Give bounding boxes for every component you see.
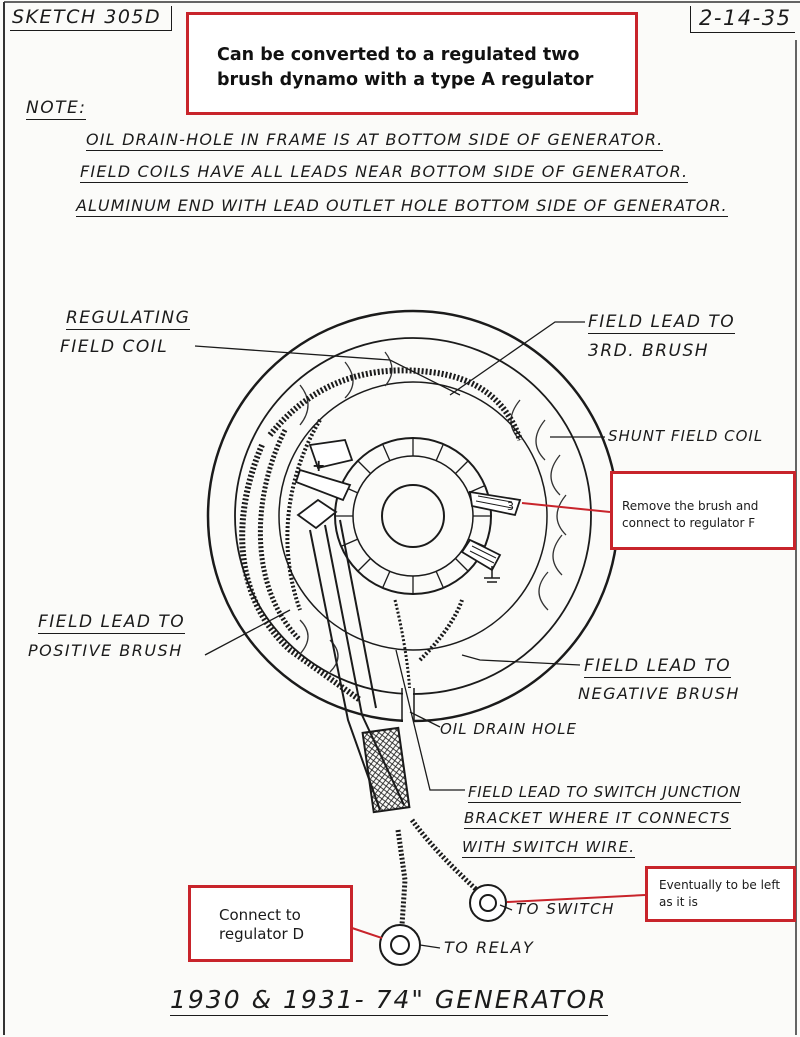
brush-holders bbox=[294, 439, 522, 572]
sketch-id: SKETCH 305D bbox=[10, 6, 173, 31]
conversion-callout-text: Can be converted to a regulated two brus… bbox=[217, 45, 594, 90]
shunt-field-coil-hatching bbox=[299, 351, 567, 673]
label-plus-mark: + bbox=[312, 456, 327, 475]
field-coil-windings bbox=[239, 367, 523, 703]
note-line-2: FIELD COILS HAVE ALL LEADS NEAR BOTTOM S… bbox=[80, 162, 689, 183]
connect-d-callout-text: Connect to regulator D bbox=[219, 906, 304, 943]
note-label: NOTE: bbox=[26, 98, 87, 120]
footer-title: 1930 & 1931- 74" GENERATOR bbox=[170, 985, 608, 1016]
callout-connectors bbox=[351, 502, 646, 939]
sketch-date: 2-14-35 bbox=[690, 6, 796, 33]
label-switch-junction-1: FIELD LEAD TO SWITCH JUNCTION bbox=[468, 783, 741, 803]
note-line-1: OIL DRAIN-HOLE IN FRAME IS AT BOTTOM SID… bbox=[86, 130, 664, 151]
label-switch-junction-3: WITH SWITCH WIRE. bbox=[462, 838, 636, 858]
terminal-rings bbox=[379, 884, 507, 966]
eventually-callout-text: Eventually to be left as it is bbox=[659, 878, 781, 909]
label-shunt-field-coil: SHUNT FIELD COIL bbox=[608, 427, 764, 445]
label-negative-brush: NEGATIVE BRUSH bbox=[578, 684, 740, 703]
label-field-lead-3rd: FIELD LEAD TO bbox=[588, 312, 736, 334]
connect-d-callout: Connect to regulator D bbox=[188, 885, 353, 962]
conversion-callout: Can be converted to a regulated two brus… bbox=[186, 12, 638, 115]
label-3rd-brush: 3RD. BRUSH bbox=[588, 341, 710, 361]
leader-lines bbox=[194, 321, 605, 949]
label-field-lead-negative: FIELD LEAD TO bbox=[584, 656, 732, 678]
note-line-3: ALUMINUM END WITH LEAD OUTLET HOLE BOTTO… bbox=[76, 196, 728, 217]
ground-symbol bbox=[484, 566, 500, 583]
label-oil-drain-hole: OIL DRAIN HOLE bbox=[440, 720, 577, 738]
eventually-callout: Eventually to be left as it is bbox=[645, 866, 796, 922]
label-field-coil: FIELD COIL bbox=[60, 337, 169, 357]
label-field-lead-positive: FIELD LEAD TO bbox=[38, 612, 186, 634]
label-positive-brush: POSITIVE BRUSH bbox=[28, 641, 183, 660]
cable-sleeve bbox=[361, 726, 411, 814]
label-to-relay: TO RELAY bbox=[444, 938, 535, 957]
terminal-leads bbox=[395, 818, 482, 926]
label-brush-number: 3 bbox=[507, 500, 516, 513]
remove-brush-callout-text: Remove the brush and connect to regulato… bbox=[622, 499, 759, 530]
commutator-segments bbox=[335, 438, 491, 594]
label-to-switch: TO SWITCH bbox=[516, 900, 615, 918]
remove-brush-callout: Remove the brush and connect to regulato… bbox=[610, 471, 796, 550]
label-switch-junction-2: BRACKET WHERE IT CONNECTS bbox=[464, 809, 731, 829]
label-regulating: REGULATING bbox=[66, 308, 191, 330]
